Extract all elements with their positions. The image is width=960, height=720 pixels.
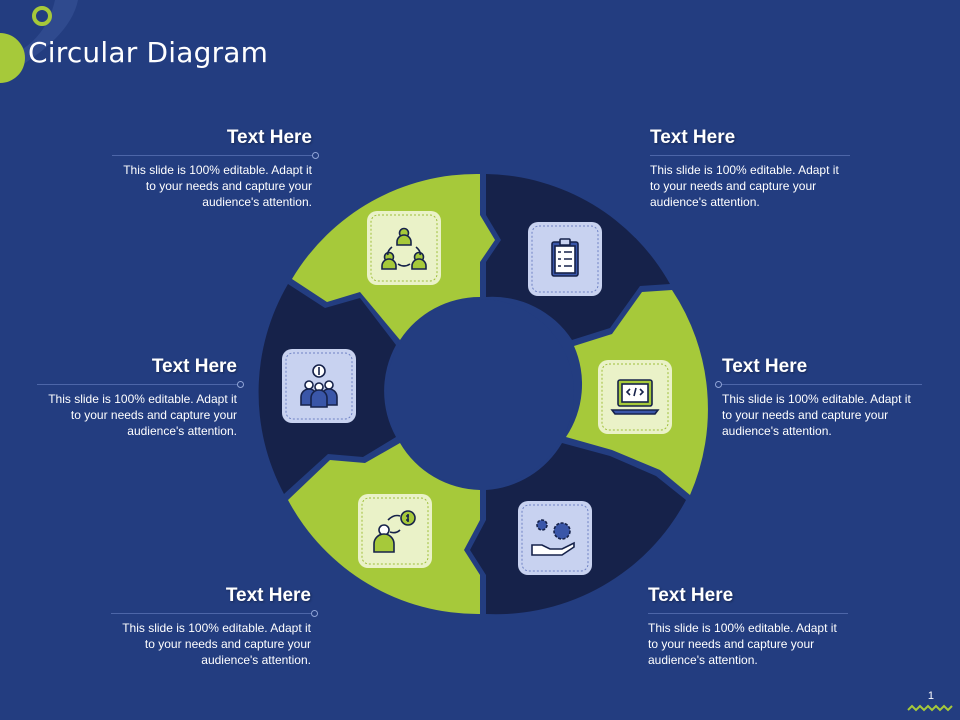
block-heading: Text Here [151, 356, 237, 377]
block-heading: Text Here [722, 356, 808, 377]
hand-gears-icon [531, 519, 575, 556]
block-heading: Text Here [650, 127, 736, 148]
divider [648, 613, 848, 614]
divider [715, 381, 922, 388]
team-network-icon [381, 227, 427, 270]
text-block-left: Text Here This slide is 100% editable. A… [37, 356, 244, 439]
icon-tile-2 [528, 222, 602, 296]
block-body: This slide is 100% editable. Adapt it to… [123, 163, 312, 209]
divider [111, 610, 318, 617]
business-team-dollar-icon [300, 364, 338, 408]
block-heading: Text Here [225, 585, 311, 606]
block-body: This slide is 100% editable. Adapt it to… [650, 163, 839, 209]
block-body: This slide is 100% editable. Adapt it to… [122, 621, 311, 667]
page-number: 1 [927, 690, 934, 702]
page-title: Circular Diagram [28, 36, 269, 69]
block-heading: Text Here [648, 585, 734, 606]
block-body: This slide is 100% editable. Adapt it to… [648, 621, 837, 667]
divider [112, 152, 319, 159]
divider [650, 155, 850, 156]
icon-tile-5 [358, 494, 432, 568]
center-hole [386, 299, 574, 487]
text-block-top-right: Text Here This slide is 100% editable. A… [650, 127, 850, 210]
laptop-code-icon [610, 379, 660, 415]
block-body: This slide is 100% editable. Adapt it to… [722, 392, 911, 438]
divider [37, 381, 244, 388]
icon-tile-1 [367, 211, 441, 285]
text-block-top-left: Text Here This slide is 100% editable. A… [112, 127, 319, 210]
businessman-money-icon [373, 510, 416, 553]
block-heading: Text Here [226, 127, 312, 148]
icon-tile-3 [598, 360, 672, 434]
text-block-right: Text Here This slide is 100% editable. A… [715, 356, 922, 439]
clipboard-checklist-icon [551, 238, 579, 277]
icon-tile-4 [518, 501, 592, 575]
block-body: This slide is 100% editable. Adapt it to… [48, 392, 237, 438]
text-block-bottom-right: Text Here This slide is 100% editable. A… [648, 585, 848, 668]
text-block-bottom-left: Text Here This slide is 100% editable. A… [111, 585, 318, 668]
icon-tile-6 [282, 349, 356, 423]
